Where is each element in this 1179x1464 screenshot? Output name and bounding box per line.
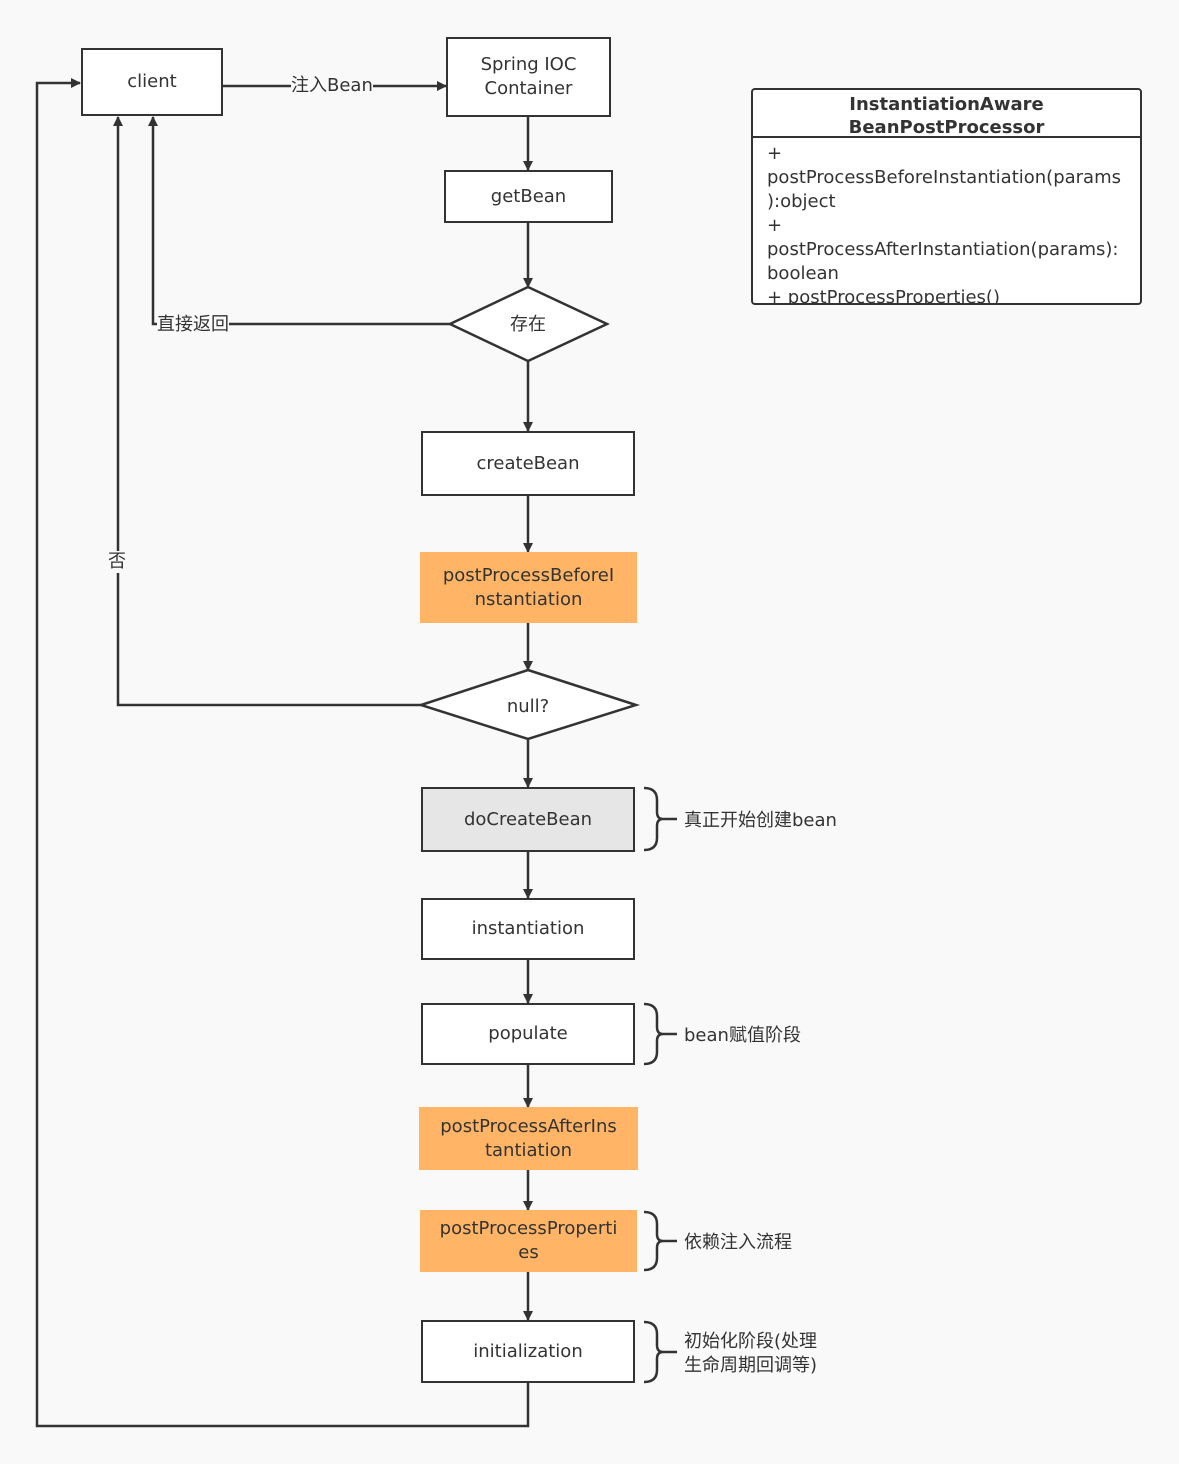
node-postprocess-properties[interactable]: postProcessProperti es [420,1210,637,1272]
brace-populate [643,1002,677,1066]
edge-label-no: 否 [108,551,126,573]
node-instantiation[interactable]: instantiation [421,898,635,960]
uml-method: + postProcessProperties() [767,287,1000,305]
node-client[interactable]: client [81,48,223,116]
node-getbean[interactable]: getBean [444,170,613,223]
decision-exists-label: 存在 [510,314,546,335]
uml-class-title: InstantiationAware BeanPostProcessor [753,90,1140,138]
uml-method: + postProcessAfterInstantiation(params):… [767,215,1119,284]
node-docreatebean[interactable]: doCreateBean [421,787,635,852]
edge-null-to-client [113,116,421,707]
edge-label-return-directly: 直接返回 [157,314,229,336]
uml-method: + postProcessBeforeInstantiation(params … [767,143,1121,212]
node-createbean[interactable]: createBean [421,431,635,496]
uml-class-methods: + postProcessBeforeInstantiation(params … [753,138,1140,305]
node-spring-ioc-container[interactable]: Spring IOC Container [446,37,611,117]
uml-class-instantiation-aware-bean-post-processor[interactable]: InstantiationAware BeanPostProcessor + p… [751,88,1142,305]
node-populate[interactable]: populate [421,1003,635,1065]
decision-exists-shape [447,285,610,363]
node-initialization[interactable]: initialization [421,1320,635,1383]
brace-properties [643,1210,677,1272]
decision-null-shape [416,668,641,741]
annotation-properties: 依赖注入流程 [684,1232,792,1253]
decision-null-label: null? [506,696,550,717]
annotation-init: 初始化阶段(处理 生命周期回调等) [684,1331,818,1376]
brace-docreate [643,786,677,852]
node-postprocess-after-instantiation[interactable]: postProcessAfterIns tantiation [419,1107,638,1170]
edge-init-to-client [35,78,530,1428]
edge-exists-to-client [148,116,450,326]
annotation-docreate: 真正开始创建bean [684,810,837,831]
edge-label-inject-bean: 注入Bean [291,75,373,97]
brace-init [643,1320,677,1384]
node-postprocess-before-instantiation[interactable]: postProcessBeforeI nstantiation [420,552,637,623]
annotation-populate: bean赋值阶段 [684,1025,801,1046]
